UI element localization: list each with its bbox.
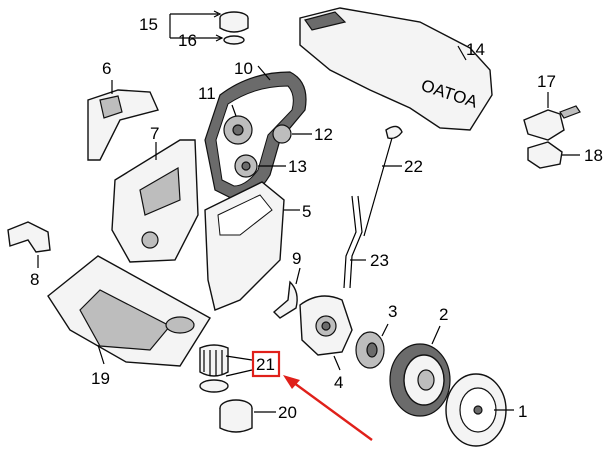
idler-pulley [272,124,292,144]
callout-23: 23 [370,251,389,270]
callout-22: 22 [404,157,423,176]
callout-3: 3 [388,302,397,321]
damper-disc [445,373,507,447]
callout-13: 13 [288,157,307,176]
oil-filter [199,344,229,393]
callout-8: 8 [30,270,39,289]
callout-12: 12 [314,125,333,144]
callout-16: 16 [178,31,197,50]
callout-15: 15 [139,15,158,34]
dipstick [363,125,403,237]
oil-filler-cap [219,11,249,45]
callout-5: 5 [302,202,311,221]
callout-20: 20 [278,403,297,422]
callout-19: 19 [91,369,110,388]
callout-11: 11 [198,84,216,103]
dipstick-tube [343,195,363,289]
callout-17: 17 [537,72,556,91]
crank-sprocket [234,154,258,178]
callout-10: 10 [234,59,253,78]
engine-top-cover: OATOA [299,7,493,131]
filter-housing-cap [219,399,253,433]
bracket [7,221,51,253]
crankshaft-pulley [389,343,451,417]
timing-belt [204,71,307,201]
callout-4: 4 [334,373,343,392]
callout-1: 1 [518,402,527,421]
callout-6: 6 [102,59,111,78]
callout-7: 7 [150,124,159,143]
oil-pan [47,255,211,367]
back-plate [111,139,199,263]
tensioner [223,115,253,145]
drive-gear [355,331,385,369]
upper-timing-cover [87,89,159,161]
callout-9: 9 [292,249,301,268]
callout-14: 14 [466,40,485,59]
lower-timing-cover [204,181,285,311]
callout-2: 2 [439,305,448,324]
gasket [527,141,563,169]
sensor-bracket [523,105,581,141]
highlight-box [251,350,281,378]
oil-pump [299,295,353,356]
callout-21: 21 [256,355,275,374]
seal-segment [272,280,298,319]
highlight-arrow [283,375,373,441]
callout-18: 18 [584,146,603,165]
